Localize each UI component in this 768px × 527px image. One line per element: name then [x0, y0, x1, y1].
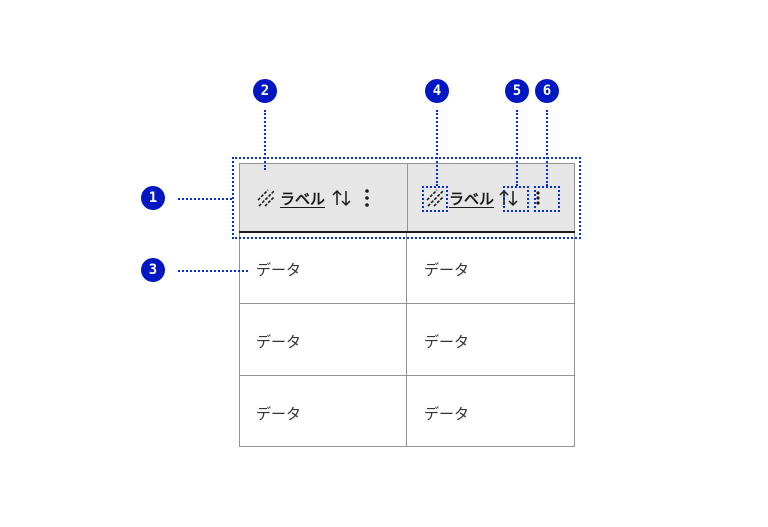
grid-line [239, 375, 575, 376]
leader-line-6 [546, 110, 548, 186]
leader-line-2 [264, 110, 266, 170]
hatch-icon [256, 188, 276, 208]
column-label[interactable]: ラベル [280, 189, 326, 208]
annotation-badge-1: 1 [141, 186, 165, 210]
grid-line [239, 446, 575, 447]
header-content-2: ラベル [425, 188, 542, 208]
data-cell: データ [424, 405, 470, 423]
data-cell: データ [424, 333, 470, 351]
annotation-badge-6: 6 [535, 79, 559, 103]
data-cell: データ [256, 333, 302, 351]
header-cell-1 [239, 163, 407, 231]
header-row-highlight [232, 157, 581, 239]
header-content-1: ラベル [256, 188, 371, 208]
column-label[interactable]: ラベル [449, 189, 495, 208]
annotation-badge-2: 2 [253, 79, 277, 103]
leader-line-1 [178, 198, 232, 200]
sort-arrows-icon[interactable] [331, 188, 353, 208]
annotation-badge-4: 4 [425, 79, 449, 103]
grid-line [239, 233, 240, 447]
sort-button-highlight [503, 186, 529, 212]
annotation-badge-3: 3 [141, 258, 165, 282]
data-cell: データ [424, 261, 470, 279]
grid-line [406, 233, 407, 447]
menu-button-highlight [534, 186, 560, 212]
kebab-menu-icon[interactable] [363, 188, 371, 208]
grid-line [574, 233, 575, 447]
column-icon-highlight [422, 186, 448, 212]
leader-line-5 [516, 110, 518, 186]
leader-line-3 [178, 270, 248, 272]
data-cell: データ [256, 261, 302, 279]
kebab-menu-icon[interactable] [534, 188, 542, 208]
data-cell: データ [256, 405, 302, 423]
header-divider [239, 231, 575, 233]
annotation-badge-5: 5 [505, 79, 529, 103]
leader-line-4 [436, 110, 438, 186]
grid-line [239, 303, 575, 304]
hatch-icon [425, 188, 445, 208]
